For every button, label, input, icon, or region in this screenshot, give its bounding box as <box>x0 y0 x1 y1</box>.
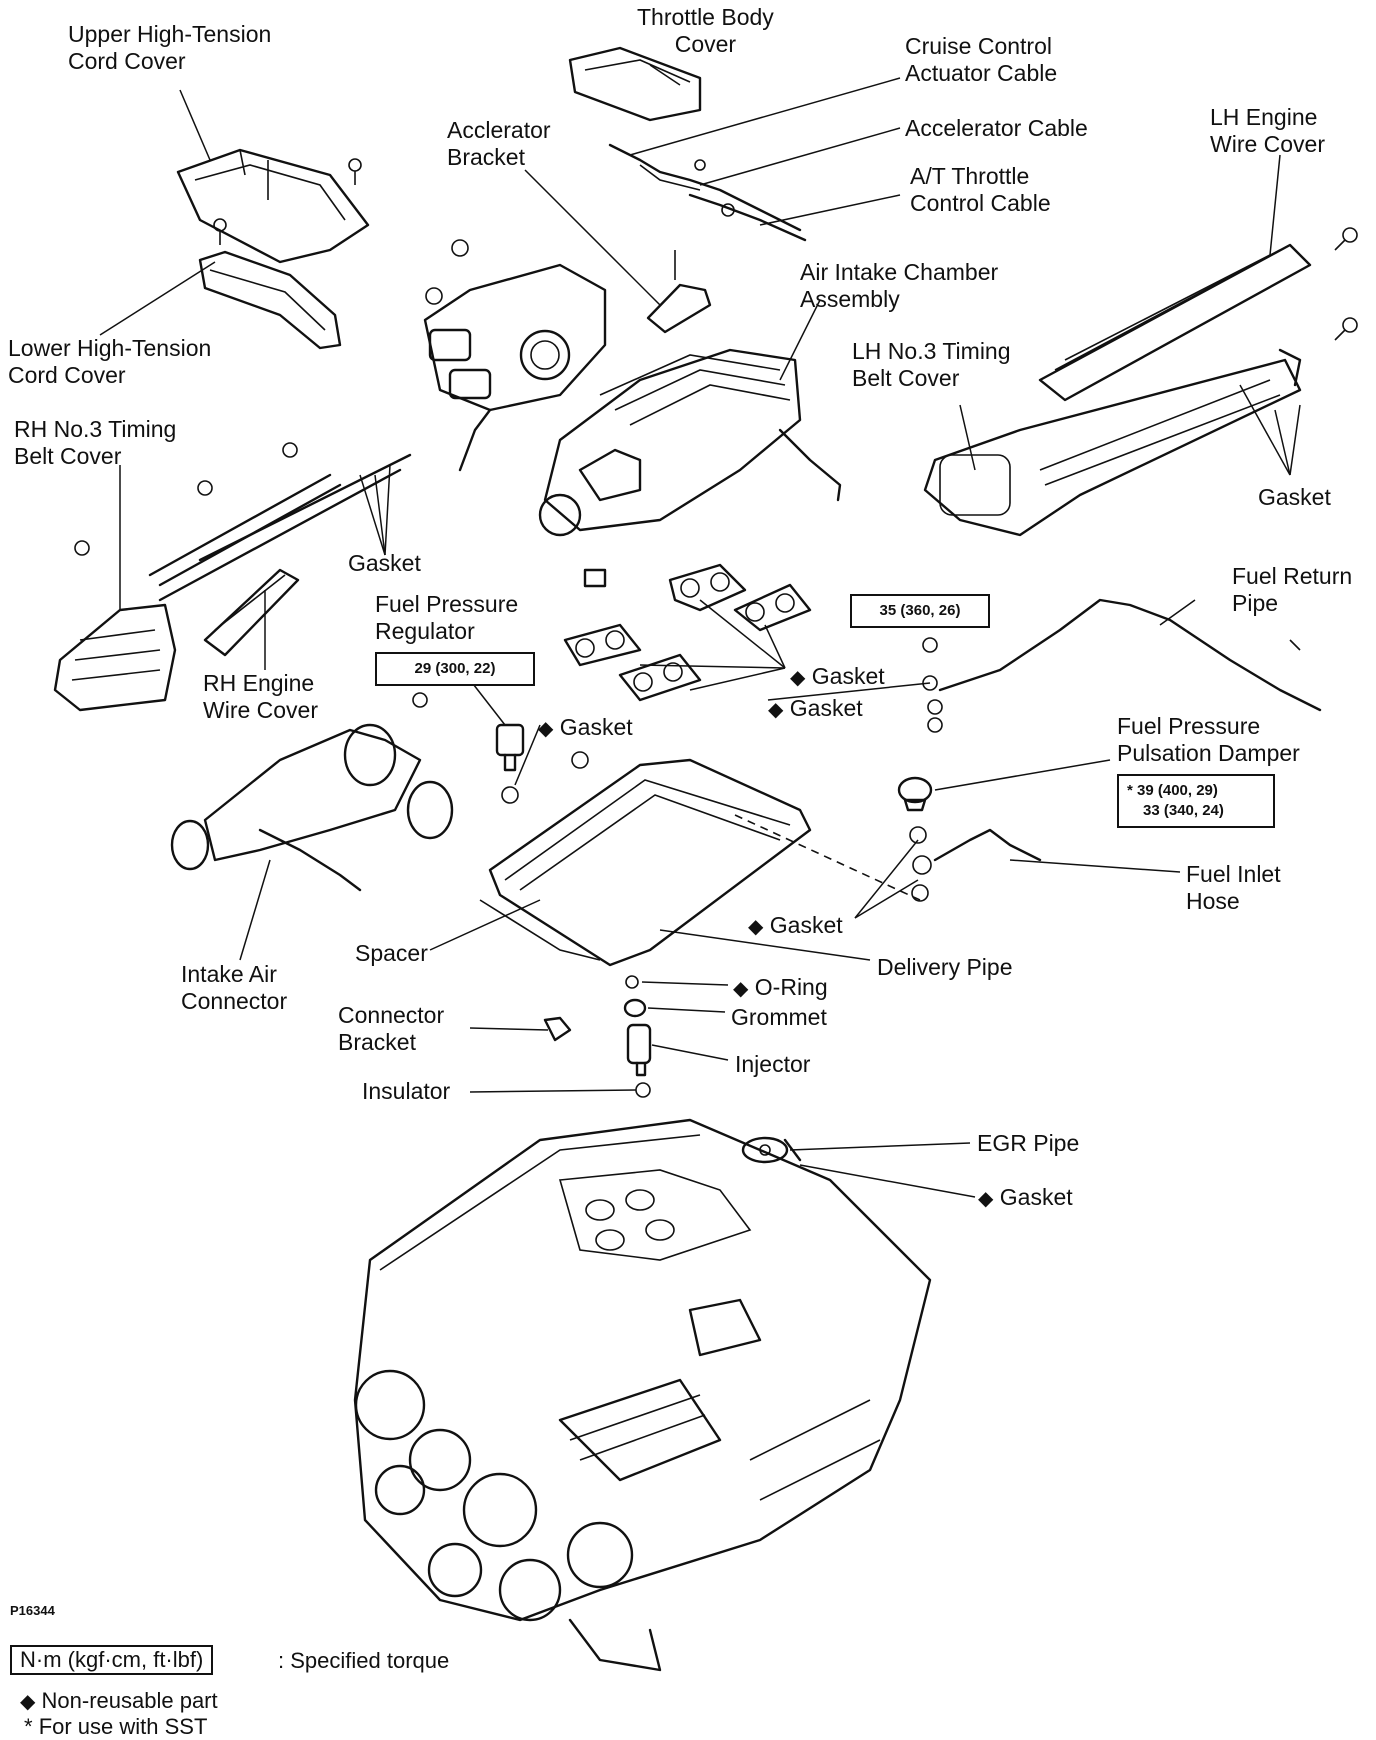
gasket-chamber-label: ◆ Gasket <box>790 663 885 692</box>
non-reusable-diamond-icon: ◆ <box>20 1691 36 1713</box>
at-throttle-cable-label: A/T Throttle Control Cable <box>910 163 1051 216</box>
throttle-body-cover-label: Throttle Body Cover <box>637 4 774 57</box>
lower-ht-cord-cover-label: Lower High-Tension Cord Cover <box>8 335 212 388</box>
intake-air-connector-drawing <box>170 723 454 892</box>
gasket-egr-text: Gasket <box>999 1184 1073 1210</box>
gasket-regulator-text: Gasket <box>559 714 633 740</box>
lh-timing-belt-cover-label: LH No.3 Timing Belt Cover <box>852 338 1011 391</box>
torque-damper-sst-value: * 39 (400, 29) <box>1127 782 1218 799</box>
torque-regulator-value: 29 (300, 22) <box>414 660 496 677</box>
egr-pipe-label: EGR Pipe <box>977 1130 1080 1156</box>
torque-damper-box: * 39 (400, 29) 33 (340, 24) <box>1117 774 1275 828</box>
lower-ht-cord-cover-drawing <box>198 218 342 350</box>
insulator-label: Insulator <box>362 1078 451 1104</box>
grommet-label: Grommet <box>731 1004 827 1030</box>
upper-ht-cord-cover-drawing <box>176 148 370 264</box>
legend-sst-text: For use with SST <box>38 1714 208 1739</box>
connector-bracket-label: Connector Bracket <box>338 1002 445 1055</box>
gasket-rh-label: Gasket <box>348 550 421 576</box>
spacer-label: Spacer <box>355 940 428 966</box>
o-ring-label: ◆ O-Ring <box>733 974 828 1003</box>
non-reusable-diamond-icon: ◆ <box>733 978 749 1000</box>
fuel-pressure-regulator-drawing <box>412 692 589 804</box>
torque-damper-value: 33 (340, 24) <box>1143 802 1224 819</box>
fuel-inlet-hose-label: Fuel Inlet Hose <box>1186 861 1281 914</box>
non-reusable-diamond-icon: ◆ <box>538 718 554 740</box>
rh-timing-belt-cover-label: RH No.3 Timing Belt Cover <box>14 416 177 469</box>
non-reusable-diamond-icon: ◆ <box>978 1188 994 1210</box>
engine-block-drawing <box>353 1118 932 1672</box>
injector-stack-drawing <box>543 975 652 1098</box>
o-ring-text: O-Ring <box>754 974 828 1000</box>
legend-sst: * For use with SST <box>24 1714 207 1740</box>
gasket-regulator-label: ◆ Gasket <box>538 714 633 743</box>
air-intake-chamber-drawing <box>538 348 842 537</box>
rh-timing-belt-cover-drawing <box>53 442 412 712</box>
accelerator-bracket-drawing <box>646 250 712 334</box>
legend-torque-units: N·m (kgf·cm, ft·lbf) <box>10 1645 214 1675</box>
throttle-body-drawing <box>423 239 607 472</box>
fuel-pressure-regulator-label: Fuel Pressure Regulator <box>375 591 519 644</box>
torque-return-pipe-value: 35 (360, 26) <box>879 602 961 619</box>
gasket-return-label: ◆ Gasket <box>768 695 863 724</box>
accelerator-bracket-label: Acclerator Bracket <box>447 117 551 170</box>
delivery-pipe-drawing <box>479 758 921 967</box>
rh-engine-wire-cover-label: RH Engine Wire Cover <box>203 670 319 723</box>
leader-lines <box>99 64 1301 1198</box>
gasket-inlet-label: ◆ Gasket <box>748 912 843 941</box>
legend-torque-desc: : Specified torque <box>278 1648 450 1673</box>
non-reusable-diamond-icon: ◆ <box>748 916 764 938</box>
throttle-body-cover-drawing <box>568 46 702 122</box>
gasket-chamber-text: Gasket <box>811 663 885 689</box>
gasket-lh-label: Gasket <box>1258 484 1331 510</box>
torque-return-pipe-box: 35 (360, 26) <box>850 594 990 628</box>
chamber-gaskets-drawing <box>563 563 812 702</box>
lh-engine-wire-cover-drawing <box>1038 227 1358 402</box>
torque-regulator-box: 29 (300, 22) <box>375 652 535 686</box>
pulsation-damper-label: Fuel Pressure Pulsation Damper <box>1117 713 1300 766</box>
cruise-control-cable-label: Cruise Control Actuator Cable <box>905 33 1058 86</box>
upper-ht-cord-cover-label: Upper High-Tension Cord Cover <box>68 21 272 74</box>
legend-non-reusable: ◆ Non-reusable part <box>20 1688 218 1715</box>
gasket-egr-label: ◆ Gasket <box>978 1184 1073 1213</box>
gasket-return-text: Gasket <box>789 695 863 721</box>
fuel-return-pipe-label: Fuel Return Pipe <box>1232 563 1353 616</box>
intake-air-connector-label: Intake Air Connector <box>181 961 288 1014</box>
figure-id: P16344 <box>10 1603 55 1618</box>
sst-asterisk-icon: * <box>24 1714 33 1739</box>
pulsation-damper-drawing <box>897 776 1042 902</box>
delivery-pipe-label: Delivery Pipe <box>877 954 1013 980</box>
non-reusable-diamond-icon: ◆ <box>790 667 806 689</box>
accelerator-cable-label: Accelerator Cable <box>905 115 1088 141</box>
lh-timing-belt-cover-drawing <box>923 348 1302 537</box>
gasket-inlet-text: Gasket <box>769 912 843 938</box>
fuel-return-pipe-drawing <box>922 598 1322 733</box>
legend-non-reusable-text: Non-reusable part <box>41 1688 218 1713</box>
non-reusable-diamond-icon: ◆ <box>768 699 784 721</box>
lh-engine-wire-cover-label: LH Engine Wire Cover <box>1210 104 1326 157</box>
cables-drawing <box>608 143 807 242</box>
rh-engine-wire-cover-drawing <box>203 568 300 657</box>
air-intake-chamber-label: Air Intake Chamber Assembly <box>800 259 999 312</box>
injector-label: Injector <box>735 1051 811 1077</box>
